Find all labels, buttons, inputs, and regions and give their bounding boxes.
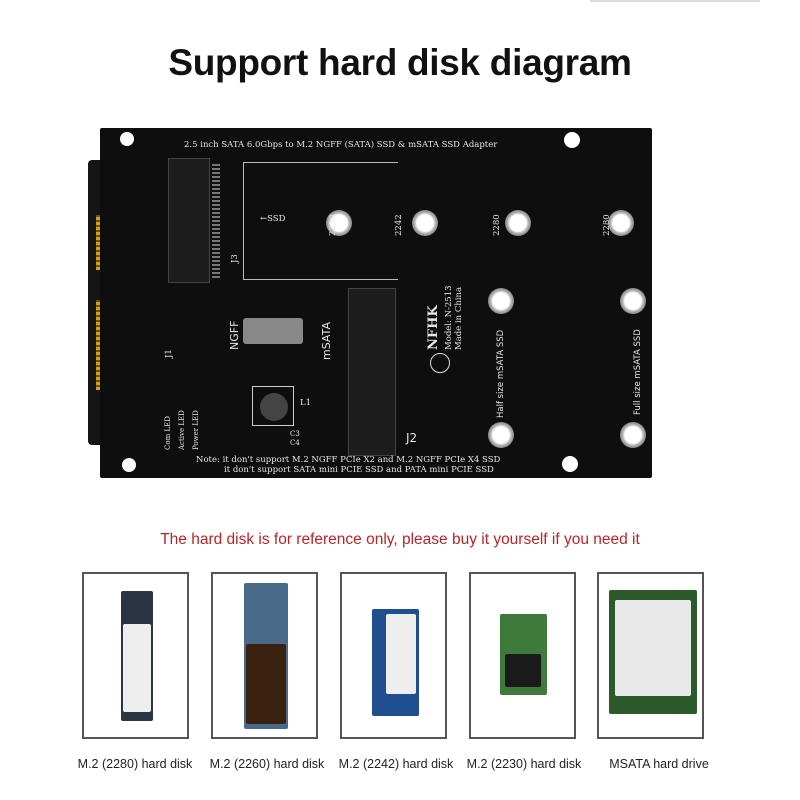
drive-label: M.2 (2242) hard disk (338, 757, 454, 771)
reference-warning: The hard disk is for reference only, ple… (160, 531, 640, 548)
standoff-2242 (412, 210, 438, 236)
label-l1: L1 (300, 398, 312, 408)
led-label: Active LED (178, 410, 186, 450)
pins (212, 163, 220, 278)
nf-logo-icon (430, 353, 450, 373)
note-line-2: it don't support SATA mini PCIE SSD and … (224, 465, 494, 475)
m2-connector-j3 (168, 158, 210, 283)
drive-image-2260 (211, 572, 318, 739)
drive-image-2280 (82, 572, 189, 739)
screw-full-msata (620, 422, 646, 448)
divider (590, 0, 760, 2)
drive-image-msata (597, 572, 704, 739)
brand-logo: NFHK (426, 305, 441, 350)
model-text: Model: N-2513 (444, 285, 454, 350)
label-j3: J3 (230, 254, 240, 263)
size-label: 2280 (602, 214, 612, 236)
switch-label-ngff: NGFF (228, 320, 241, 350)
label-j1: J1 (164, 349, 174, 358)
page-title: Support hard disk diagram (168, 42, 632, 83)
mount-hole (564, 132, 580, 148)
standoff-2280 (505, 210, 531, 236)
label-c4: C4 (290, 439, 300, 447)
note-line-1: Note: it don't support M.2 NGFF PCIe X2 … (196, 455, 501, 465)
standoff-2280-full (608, 210, 634, 236)
drive-label: M.2 (2230) hard disk (466, 757, 582, 771)
drive-label: M.2 (2260) hard disk (209, 757, 325, 771)
adapter-board: 2.5 inch SATA 6.0Gbps to M.2 NGFF (SATA)… (100, 128, 652, 478)
full-size-label: Full size mSATA SSD (633, 329, 643, 415)
half-size-label: Half size mSATA SSD (496, 329, 506, 418)
led-label: Com LED (164, 416, 172, 450)
switch-label-msata: mSATA (320, 322, 333, 360)
mount-hole (562, 456, 578, 472)
size-label: 2280 (492, 214, 502, 236)
mount-hole (122, 458, 136, 472)
label-c3: C3 (290, 430, 300, 438)
drive-image-2230 (469, 572, 576, 739)
drive-image-2242 (340, 572, 447, 739)
standoff-half-msata (488, 422, 514, 448)
made-in-text: Made in China (454, 286, 464, 350)
standoff-2230 (326, 210, 352, 236)
ssd-outline (243, 162, 398, 280)
msata-connector-j2 (348, 288, 396, 456)
drive-label: M.2 (2280) hard disk (77, 757, 193, 771)
standoff-half-msata (488, 288, 514, 314)
label-j2: J2 (406, 431, 418, 445)
size-label: 2242 (394, 214, 404, 236)
drive-label: MSATA hard drive (609, 757, 709, 771)
ngff-msata-switch (243, 318, 303, 344)
ssd-arrow-label: ←SSD (260, 214, 286, 224)
mount-hole (120, 132, 134, 146)
led-label: Power LED (192, 410, 200, 450)
screw-full-msata (620, 288, 646, 314)
inductor-l1 (252, 386, 294, 426)
board-header-text: 2.5 inch SATA 6.0Gbps to M.2 NGFF (SATA)… (184, 140, 498, 150)
size-label: 2230 (328, 214, 338, 236)
